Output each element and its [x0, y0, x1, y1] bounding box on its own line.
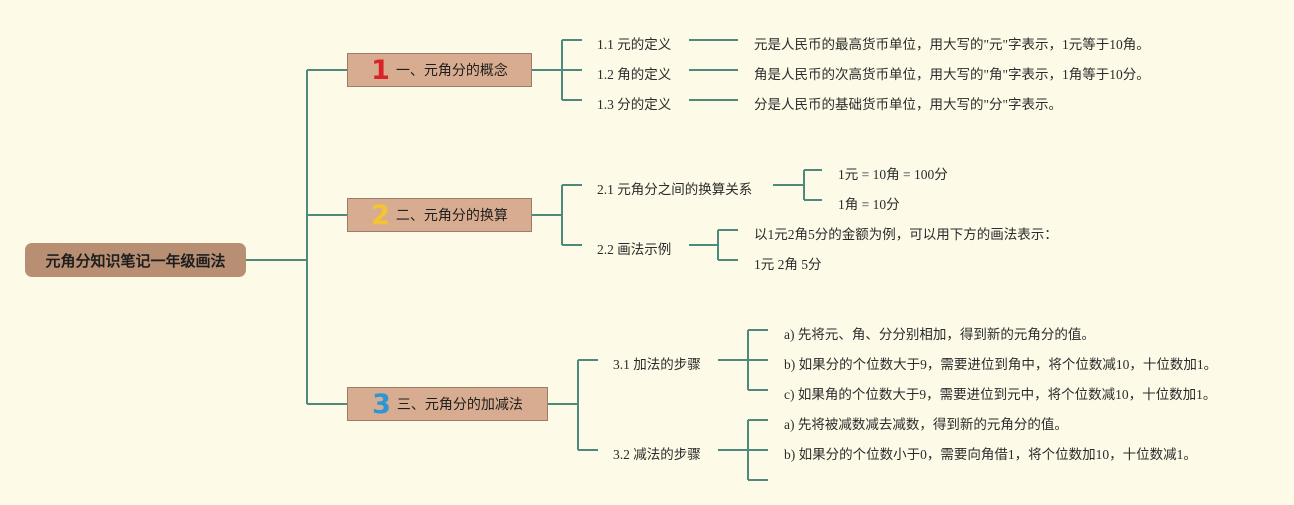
section-3-node[interactable]: 3 三、元角分的加减法	[347, 387, 548, 421]
item-2-1-detail-1[interactable]: 1元 = 10角 = 100分	[838, 167, 948, 182]
item-3-2-detail-2[interactable]: b) 如果分的个位数小于0，需要向角借1，将个位数加10，十位数减1。	[784, 447, 1197, 462]
item-2-1-detail-2[interactable]: 1角 = 10分	[838, 197, 900, 212]
item-3-1-detail-2[interactable]: b) 如果分的个位数大于9，需要进位到角中，将个位数减10，十位数加1。	[784, 357, 1218, 372]
item-3-1-detail-3[interactable]: c) 如果角的个位数大于9，需要进位到元中，将个位数减10，十位数加1。	[784, 387, 1217, 402]
item-1-1-detail[interactable]: 元是人民币的最高货币单位，用大写的"元"字表示，1元等于10角。	[754, 37, 1150, 52]
item-3-2-detail-1[interactable]: a) 先将被减数减去减数，得到新的元角分的值。	[784, 417, 1068, 432]
item-3-1-label[interactable]: 3.1 加法的步骤	[613, 357, 701, 372]
number-3-badge: 3	[372, 388, 391, 420]
item-2-2-detail-2[interactable]: 1元 2角 5分	[754, 257, 822, 272]
item-1-1-label[interactable]: 1.1 元的定义	[597, 37, 672, 52]
section-1-title: 一、元角分的概念	[395, 63, 508, 79]
number-2-badge: 2	[371, 199, 390, 231]
item-1-2-detail[interactable]: 角是人民币的次高货币单位，用大写的"角"字表示，1角等于10分。	[754, 67, 1150, 82]
item-3-1-detail-1[interactable]: a) 先将元、角、分分别相加，得到新的元角分的值。	[784, 327, 1095, 342]
item-3-2-label[interactable]: 3.2 减法的步骤	[613, 447, 701, 462]
root-node[interactable]: 元角分知识笔记一年级画法	[25, 243, 246, 277]
section-2-node[interactable]: 2 二、元角分的换算	[347, 198, 532, 232]
section-1-node[interactable]: 1 一、元角分的概念	[347, 53, 532, 87]
item-2-2-label[interactable]: 2.2 画法示例	[597, 242, 672, 257]
item-1-3-label[interactable]: 1.3 分的定义	[597, 97, 672, 112]
item-2-1-label[interactable]: 2.1 元角分之间的换算关系	[597, 182, 753, 197]
item-1-3-detail[interactable]: 分是人民币的基础货币单位，用大写的"分"字表示。	[754, 97, 1063, 112]
item-1-2-label[interactable]: 1.2 角的定义	[597, 67, 672, 82]
number-1-badge: 1	[371, 54, 390, 86]
section-3-title: 三、元角分的加减法	[396, 397, 523, 413]
item-2-2-detail-1[interactable]: 以1元2角5分的金额为例，可以用下方的画法表示：	[754, 227, 1058, 242]
section-2-title: 二、元角分的换算	[395, 208, 508, 224]
